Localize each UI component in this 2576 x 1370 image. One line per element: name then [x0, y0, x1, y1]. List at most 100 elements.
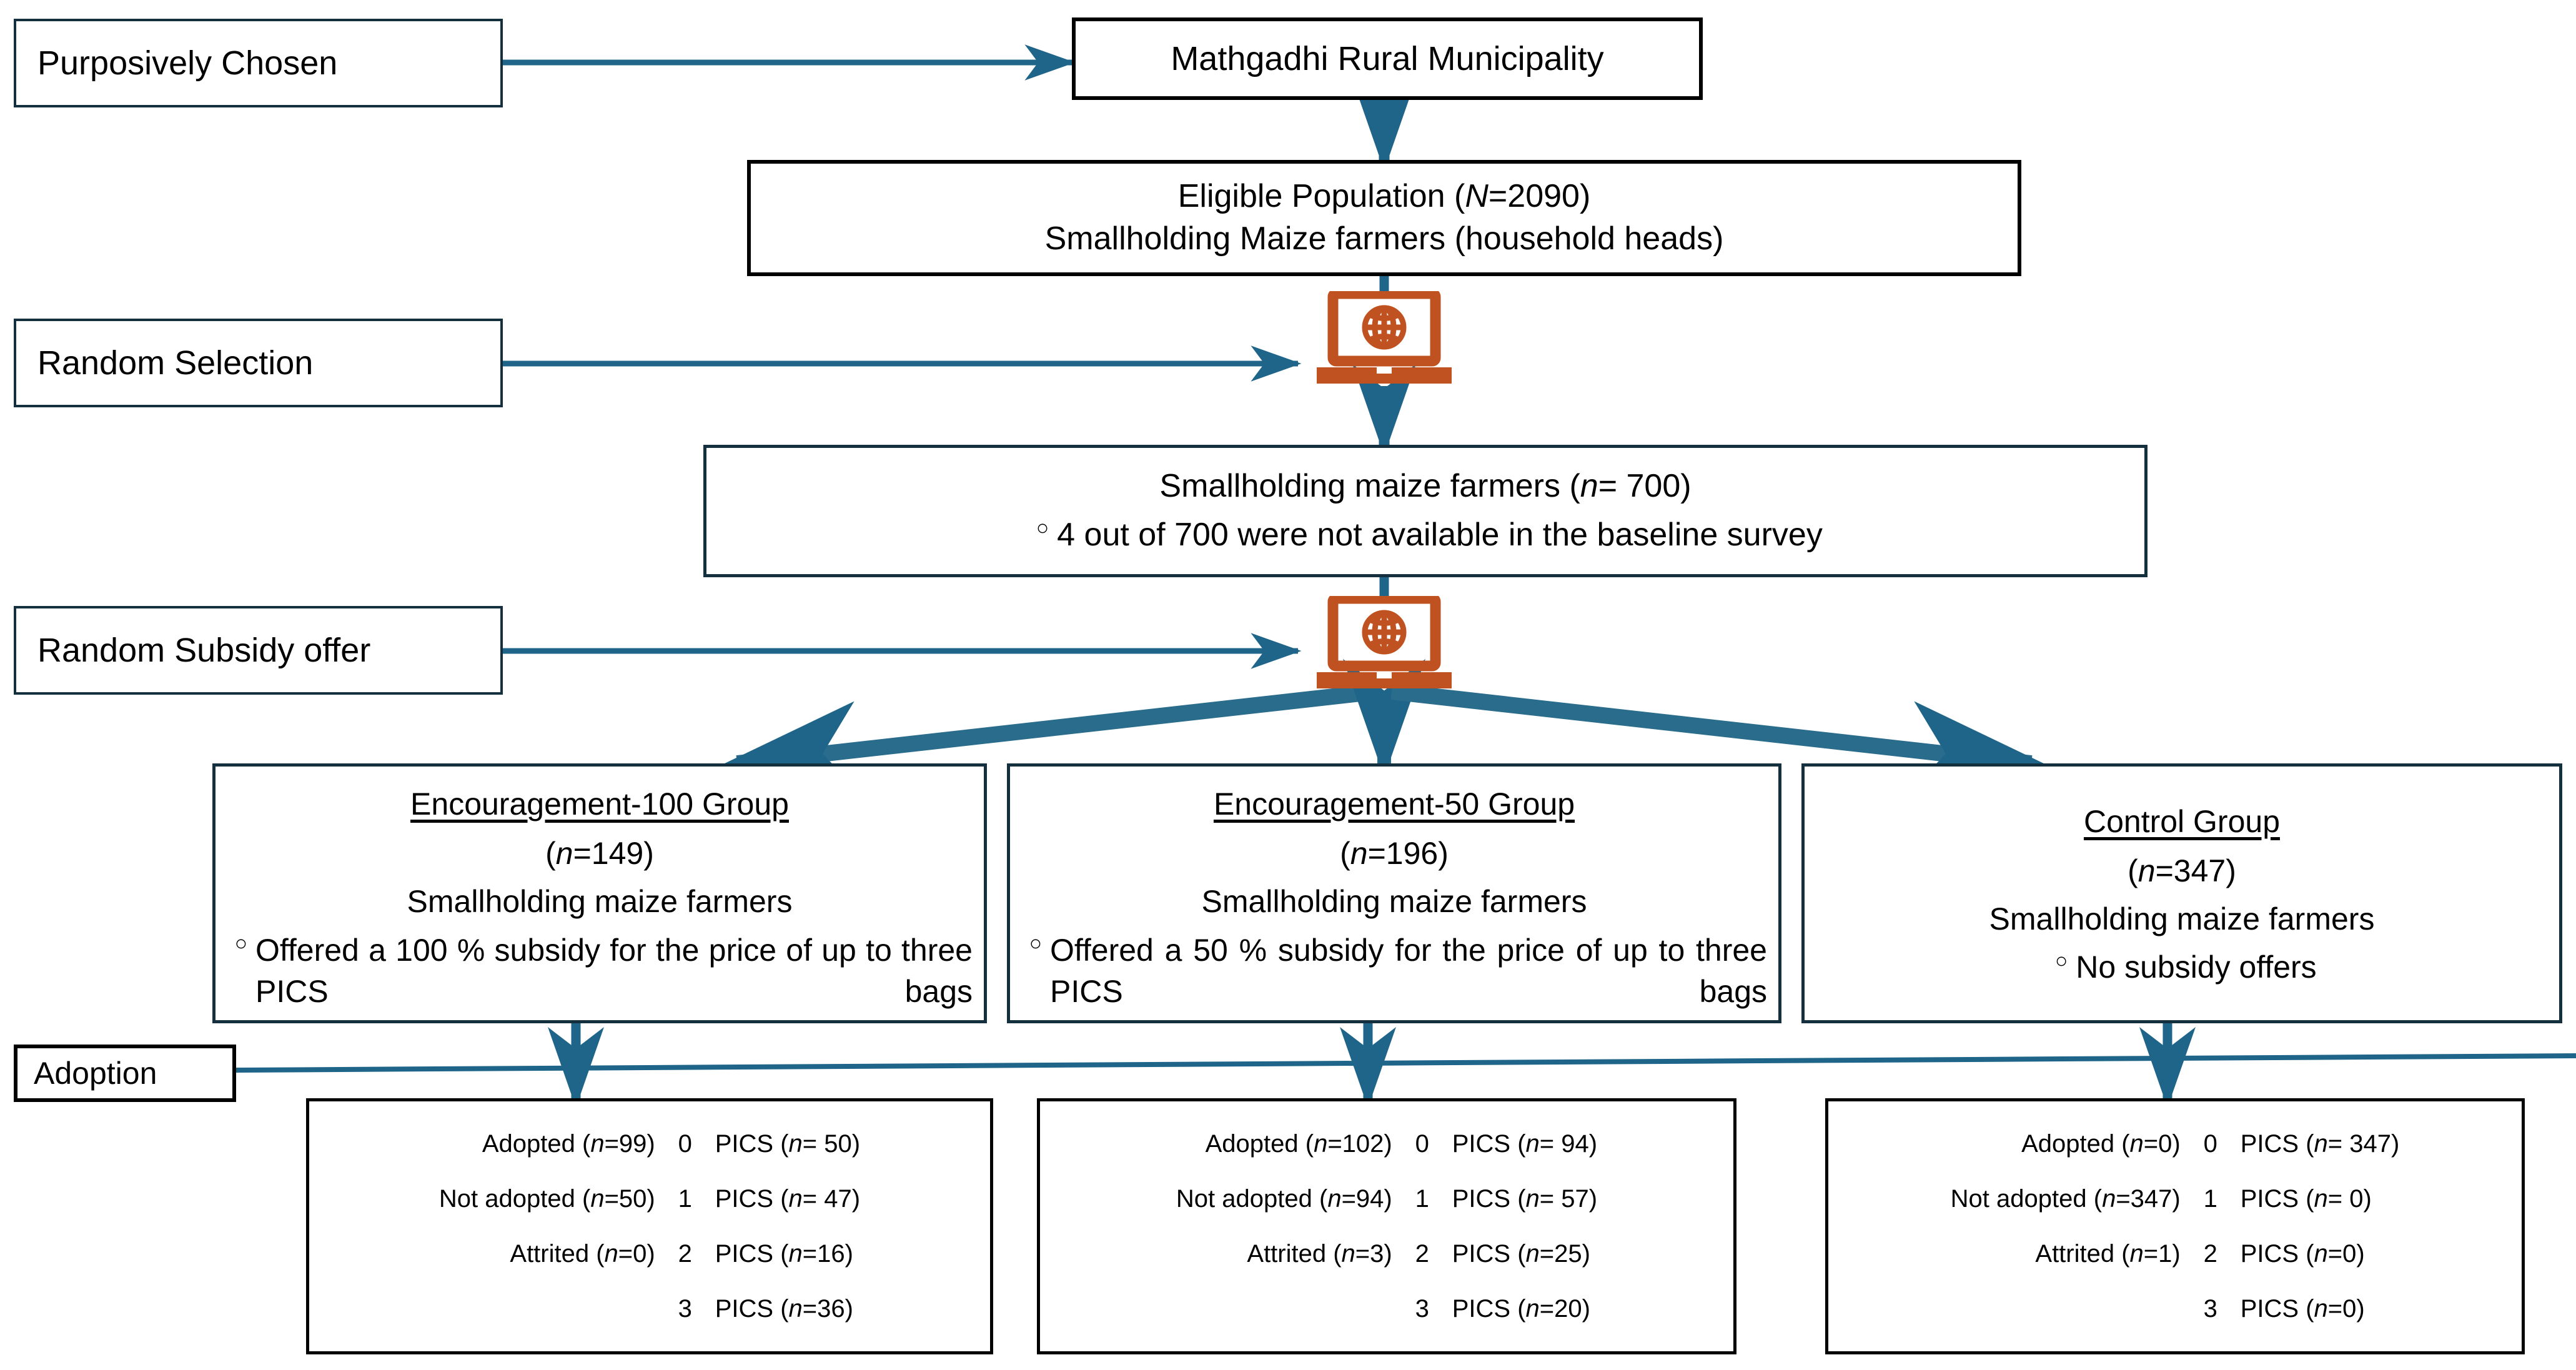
res-right-italic: n: [788, 1184, 803, 1213]
res-right-post: =25): [1539, 1239, 1590, 1268]
res-right-pre: PICS (: [715, 1294, 789, 1323]
arm-title: Encouragement-50 Group: [1213, 787, 1575, 822]
stage-label-text: Purposively Chosen: [37, 44, 338, 82]
connector-adoption-rail: [235, 1053, 2576, 1073]
res-left-post: =347): [2116, 1184, 2181, 1213]
results-count: 1: [678, 1184, 692, 1213]
res-right-italic: n: [2314, 1129, 2328, 1158]
res-left-post: =3): [1355, 1239, 1392, 1268]
arm-encouragement-100: Encouragement-100 Group (n=149) Smallhol…: [212, 763, 987, 1023]
res-left-pre: Not adopted (: [1176, 1184, 1328, 1213]
res-left-italic: n: [1341, 1239, 1355, 1268]
arm-n-close: =196): [1367, 836, 1449, 871]
results-count: 2: [678, 1239, 692, 1268]
stage-label-random-subsidy-offer: Random Subsidy offer: [14, 606, 503, 695]
res-left-pre: Attrited (: [2035, 1239, 2130, 1268]
results-right: PICS (n=36): [715, 1286, 974, 1332]
arm-n: (n=196): [1340, 833, 1449, 874]
res-right-pre: PICS (: [1452, 1129, 1526, 1158]
arm-n-italic: n: [2138, 853, 2156, 888]
arm-n-italic: n: [1350, 836, 1368, 871]
arm-subtitle: Smallholding maize farmers: [407, 884, 793, 919]
res-right-italic: n: [2314, 1239, 2328, 1268]
res-left-post: =94): [1341, 1184, 1392, 1213]
res-left-italic: n: [1314, 1129, 1328, 1158]
res-right-post: =0): [2327, 1239, 2365, 1268]
results-count: 2: [1415, 1239, 1429, 1268]
res-left-pre: Adopted (: [482, 1129, 591, 1158]
laptop-globe-icon: [1317, 596, 1452, 688]
res-left-italic: n: [604, 1239, 618, 1268]
stage-label-random-selection: Random Selection: [14, 319, 503, 407]
results-right: PICS (n= 47): [715, 1176, 974, 1222]
results-left: Attrited (n=0): [325, 1231, 655, 1277]
results-left: Adopted (n=102): [1056, 1121, 1392, 1167]
node-eligible-population: Eligible Population (N=2090) Smallholdin…: [747, 160, 2021, 276]
sample-line1-pre: Smallholding maize farmers (: [1159, 468, 1580, 505]
circle-bullet-icon: ○: [234, 931, 248, 955]
res-right-italic: n: [1525, 1239, 1540, 1268]
res-left-pre: Adopted (: [1205, 1129, 1314, 1158]
circle-bullet-icon: ○: [1036, 516, 1049, 540]
results-right: PICS (n= 0): [2241, 1176, 2505, 1222]
results-count: 3: [1415, 1294, 1429, 1323]
res-left-post: =50): [604, 1184, 655, 1213]
res-right-italic: n: [1525, 1129, 1540, 1158]
connector-branch-right: [1390, 683, 2048, 798]
res-right-post: =16): [802, 1239, 853, 1268]
res-left-italic: n: [2129, 1239, 2144, 1268]
res-left-post: =99): [604, 1129, 655, 1158]
results-count: 1: [1415, 1184, 1429, 1213]
results-left: Attrited (n=1): [1845, 1231, 2181, 1277]
eligible-line1-pre: Eligible Population (: [1177, 178, 1465, 215]
res-right-italic: n: [1525, 1294, 1540, 1323]
results-right: PICS (n=20): [1452, 1286, 1717, 1332]
stage-label-adoption: Adoption: [14, 1045, 236, 1102]
res-left-post: =0): [2143, 1129, 2181, 1158]
res-left-italic: n: [1327, 1184, 1342, 1213]
arm-bullet-text: Offered a 100 % subsidy for the price of…: [255, 933, 973, 1009]
res-left-pre: Not adopted (: [438, 1184, 591, 1213]
node-eligible-line2: Smallholding Maize farmers (household he…: [1044, 221, 1724, 257]
arm-title: Encouragement-100 Group: [410, 787, 789, 822]
results-right: PICS (n=0): [2241, 1286, 2505, 1332]
res-left-post: =1): [2143, 1239, 2181, 1268]
results-count: 0: [2203, 1129, 2217, 1158]
res-right-post: = 94): [1539, 1129, 1598, 1158]
results-left: Adopted (n=0): [1845, 1121, 2181, 1167]
arm-n: (n=347): [2128, 851, 2236, 891]
node-site-text: Mathgadhi Rural Municipality: [1171, 39, 1604, 77]
arm-n-open: (: [2128, 853, 2138, 888]
res-right-post: =20): [1539, 1294, 1590, 1323]
res-right-pre: PICS (: [1452, 1239, 1526, 1268]
arm-bullet-text: Offered a 50 % subsidy for the price of …: [1050, 933, 1767, 1009]
res-right-post: =0): [2327, 1294, 2365, 1323]
arm-encouragement-50: Encouragement-50 Group (n=196) Smallhold…: [1007, 763, 1781, 1023]
arm-subtitle: Smallholding maize farmers: [1201, 884, 1587, 919]
results-count: 0: [1415, 1129, 1429, 1158]
res-right-pre: PICS (: [2240, 1239, 2314, 1268]
sample-line1-post: = 700): [1598, 468, 1692, 505]
arm-n: (n=149): [545, 833, 654, 874]
results-left: Not adopted (n=94): [1056, 1176, 1392, 1222]
results-right: PICS (n= 94): [1452, 1121, 1717, 1167]
res-left-pre: Attrited (: [510, 1239, 605, 1268]
results-left: [1056, 1286, 1392, 1332]
circle-bullet-icon: ○: [1029, 931, 1043, 955]
laptop-globe-icon: [1317, 291, 1452, 384]
res-left-italic: n: [2129, 1129, 2144, 1158]
node-sample-700: Smallholding maize farmers (n= 700) ○ 4 …: [703, 445, 2147, 577]
results-right: PICS (n=0): [2241, 1231, 2505, 1277]
res-left-post: =102): [1327, 1129, 1392, 1158]
res-right-post: =36): [802, 1294, 853, 1323]
res-right-italic: n: [2314, 1294, 2328, 1323]
res-right-pre: PICS (: [715, 1239, 789, 1268]
res-left-post: =0): [618, 1239, 655, 1268]
stage-label-text: Random Subsidy offer: [37, 632, 371, 669]
arm-title: Control Group: [2083, 804, 2281, 839]
res-left-italic: n: [2102, 1184, 2116, 1213]
results-encouragement-100: Adopted (n=99) 0 PICS (n= 50) Not adopte…: [306, 1098, 993, 1354]
arm-n-close: =149): [573, 836, 654, 871]
res-right-italic: n: [2314, 1184, 2328, 1213]
